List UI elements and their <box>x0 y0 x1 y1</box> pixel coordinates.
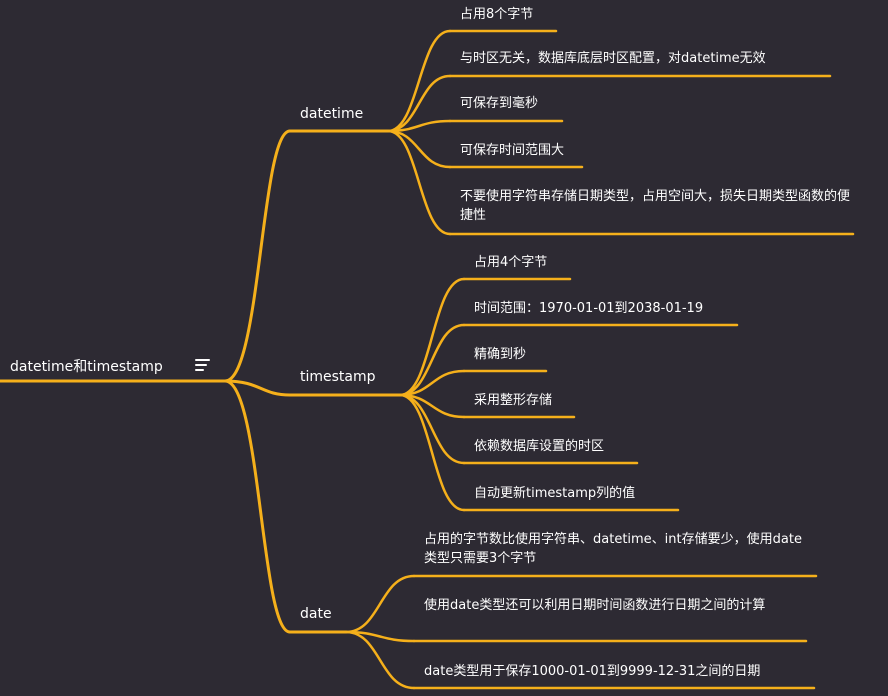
edge-b0-leaf4 <box>386 129 452 236</box>
leaf-timestamp-6[interactable]: 自动更新timestamp列的值 <box>474 486 636 501</box>
edge-b1-leaf2 <box>398 369 466 397</box>
leaf-timestamp-2[interactable]: 时间范围：1970-01-01到2038-01-19 <box>474 301 704 316</box>
edge-root-to-date <box>223 379 292 634</box>
branch-date[interactable]: date <box>300 606 332 622</box>
edge-b0-leaf1 <box>386 74 452 133</box>
leaf-datetime-4[interactable]: 可保存时间范围大 <box>460 143 565 158</box>
edge-root-to-datetime <box>223 129 292 383</box>
edge-b1-leaf0 <box>398 277 466 397</box>
edge-b0-leaf0 <box>386 29 452 133</box>
branch-datetime[interactable]: datetime <box>300 106 364 122</box>
edge-root-to-timestamp <box>223 379 292 397</box>
leaf-date-2[interactable]: 使用date类型还可以利用日期时间函数进行日期之间的计算 <box>424 598 766 613</box>
leaf-datetime-1[interactable]: 占用8个字节 <box>460 7 534 22</box>
leaf-timestamp-3[interactable]: 精确到秒 <box>474 347 527 362</box>
edge-b2-leaf2 <box>344 630 416 690</box>
leaf-datetime-3[interactable]: 可保存到毫秒 <box>460 96 539 111</box>
leaf-timestamp-1[interactable]: 占用4个字节 <box>474 255 548 270</box>
edge-b2-leaf0 <box>344 574 416 634</box>
leaf-datetime-2[interactable]: 与时区无关，数据库底层时区配置，对datetime无效 <box>460 51 766 66</box>
leaf-timestamp-5[interactable]: 依赖数据库设置的时区 <box>474 439 605 454</box>
leaf-date-3[interactable]: date类型用于保存1000-01-01到9999-12-31之间的日期 <box>424 664 761 679</box>
edge-b1-leaf1 <box>398 323 466 397</box>
leaf-timestamp-4[interactable]: 采用整形存储 <box>474 393 553 408</box>
leaf-date-1[interactable]: 占用的字节数比使用字符串、datetime、int存储要少，使用date类型只需… <box>424 532 802 566</box>
branch-timestamp[interactable]: timestamp <box>300 369 376 385</box>
edge-b1-leaf5 <box>398 393 466 512</box>
root-node[interactable]: datetime和timestamp <box>10 359 163 375</box>
menu-lines-icon[interactable] <box>195 358 211 371</box>
leaf-datetime-5[interactable]: 不要使用字符串存储日期类型，占用空间大，损失日期类型函数的便捷性 <box>460 189 851 223</box>
edge-b0-leaf3 <box>386 129 452 169</box>
